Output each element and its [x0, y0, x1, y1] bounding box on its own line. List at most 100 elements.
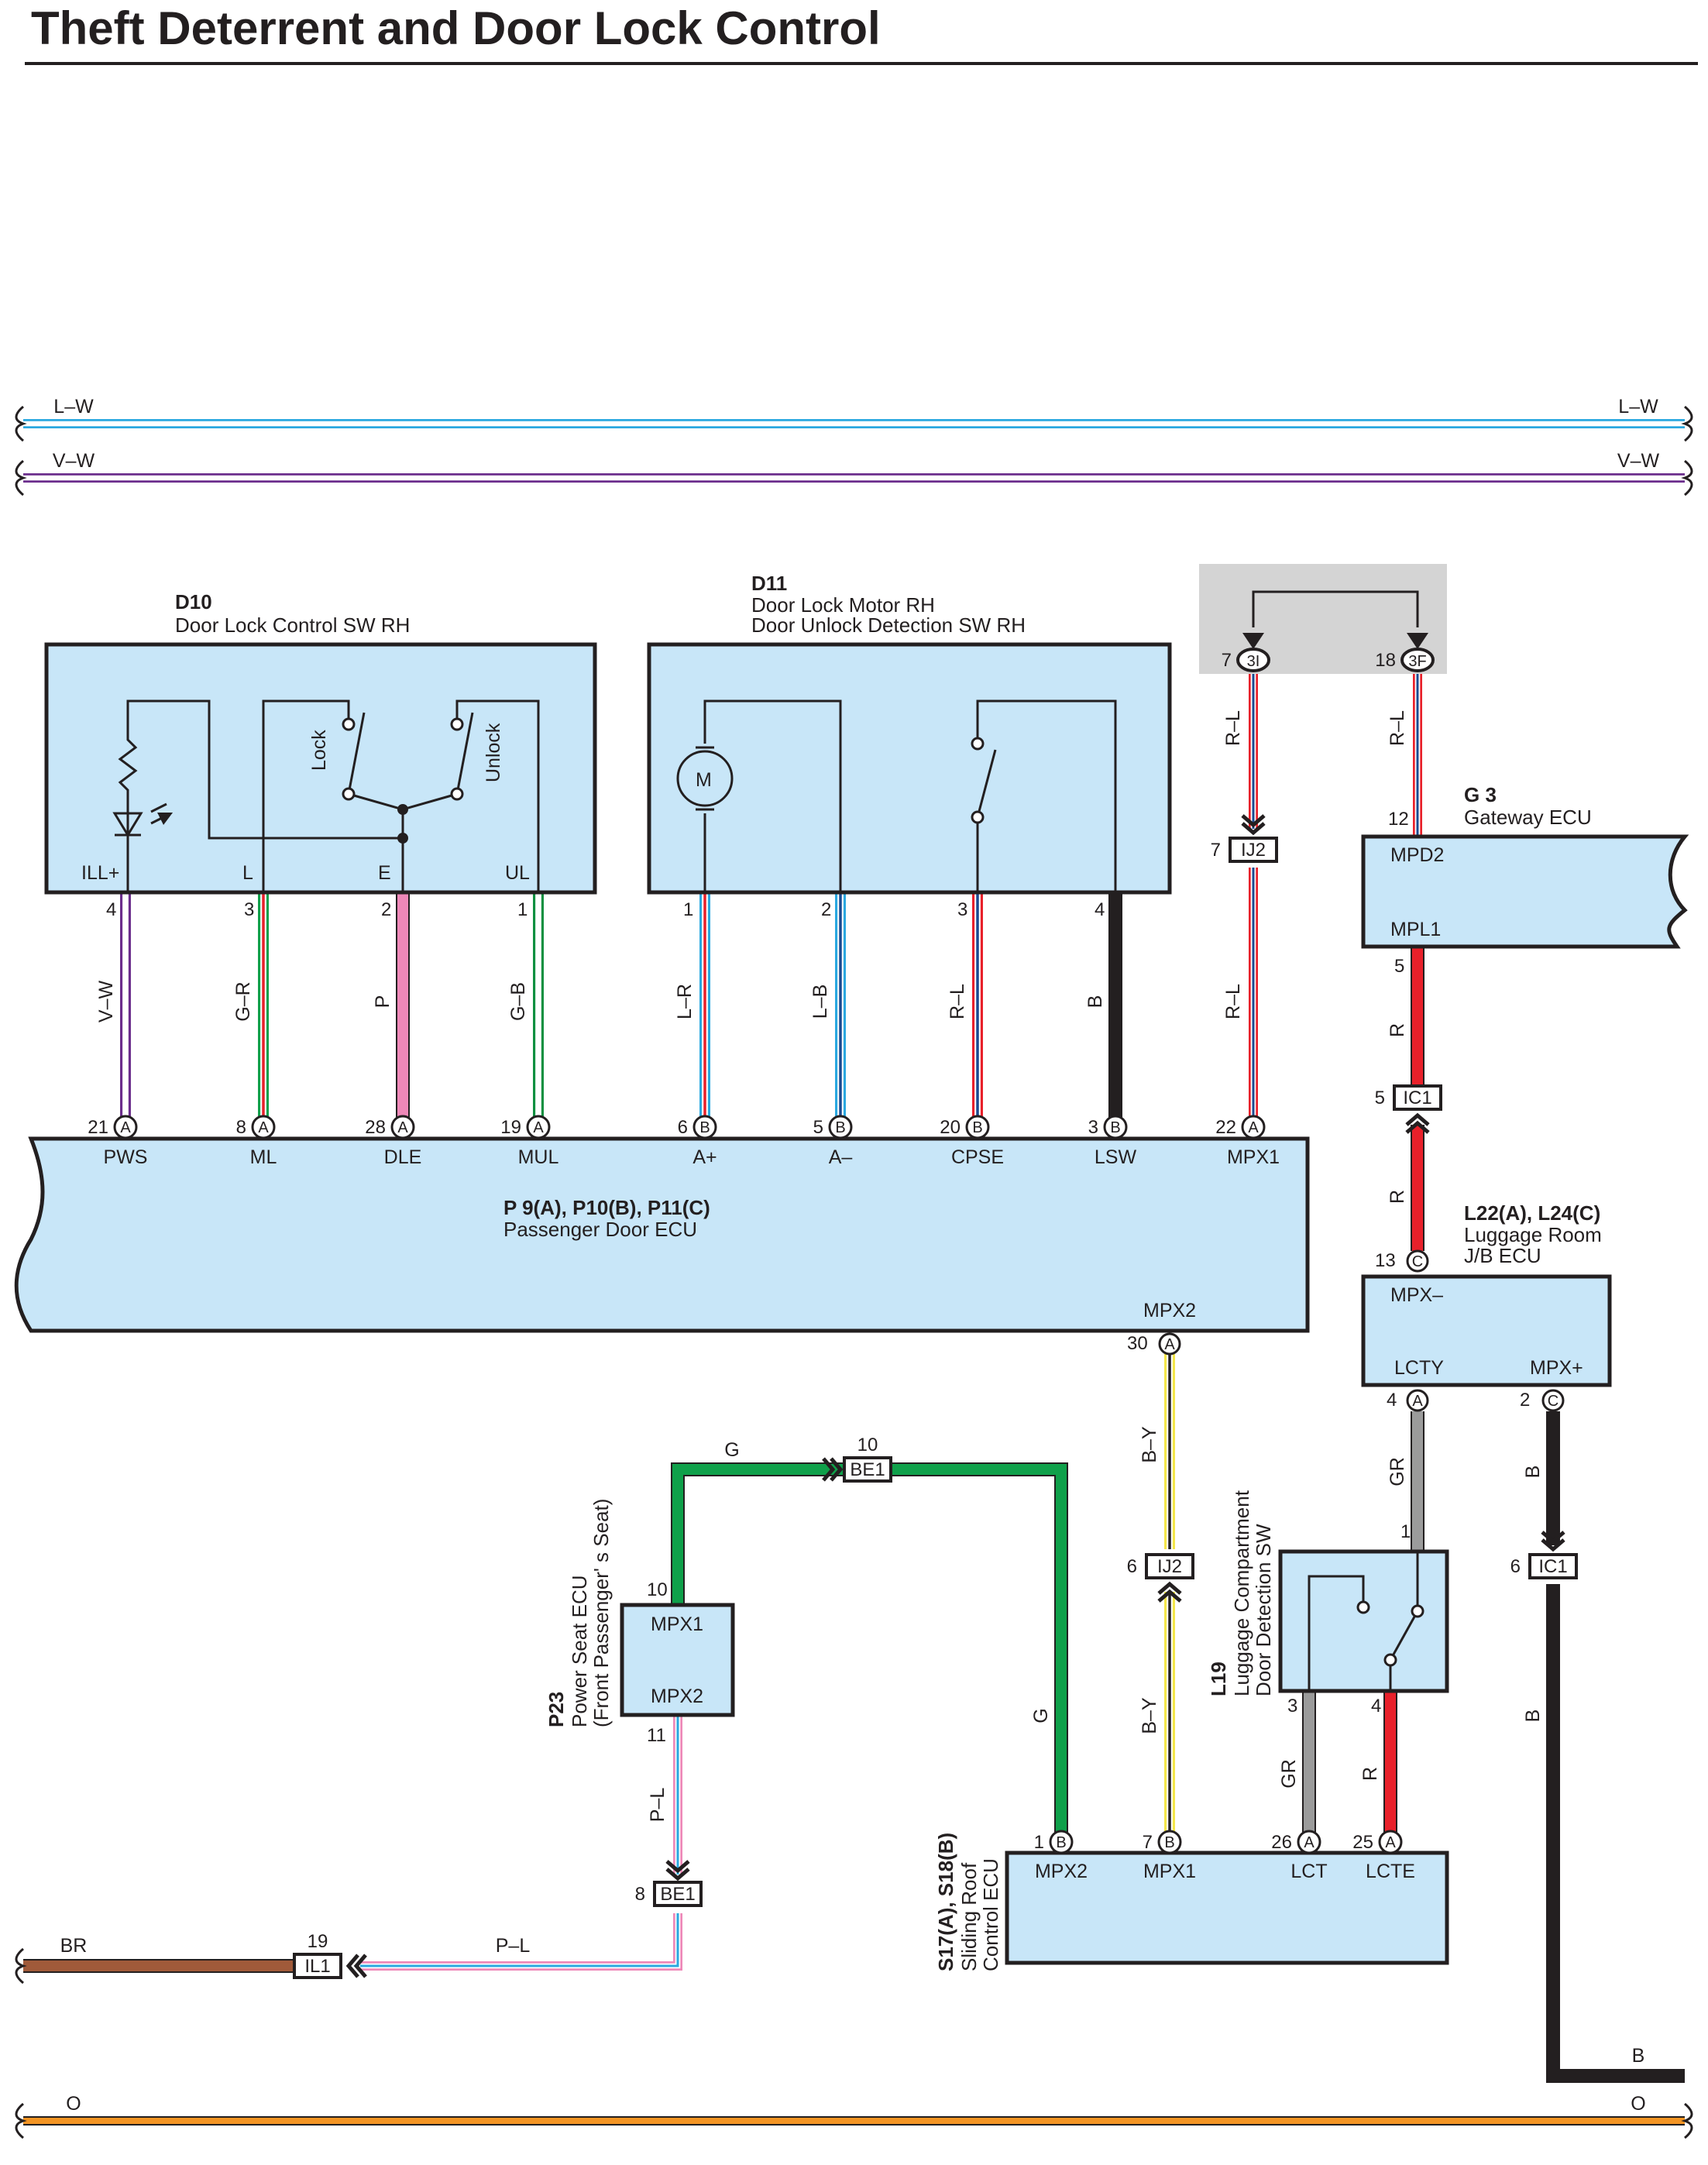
l22-lcty: LCTY [1394, 1357, 1444, 1379]
svg-text:6: 6 [1510, 1556, 1521, 1577]
p9-name: Passenger Door ECU [503, 1218, 697, 1241]
svg-text:3F: 3F [1408, 653, 1426, 670]
p9-pins: A21PWSA8MLA28DLEA19MULB6A+B5A–B20CPSEB3L… [88, 1115, 1280, 1168]
l22-pin-mpxp: 2 [1520, 1390, 1530, 1411]
wire-label-rl_d11: R–L [947, 984, 968, 1019]
chevron-icon [345, 1954, 367, 1978]
component-l19: L19 Luggage Compartment Door Detection S… [1207, 1490, 1449, 1717]
l22-name2: J/B ECU [1464, 1244, 1541, 1267]
wire-label-r_l19: R [1359, 1767, 1381, 1781]
svg-text:22: 22 [1215, 1117, 1236, 1138]
svg-text:6: 6 [1127, 1556, 1137, 1577]
wire-label-gr_d10: G–R [232, 981, 254, 1021]
svg-text:C: C [1412, 1253, 1423, 1270]
s17-name1: Sliding Roof [957, 1862, 981, 1971]
svg-text:B: B [699, 1119, 710, 1136]
svg-text:7: 7 [1222, 650, 1232, 671]
s17-name2: Control ECU [979, 1858, 1002, 1971]
wire-label-p: P [372, 995, 393, 1009]
l22-pin-lcty: 4 [1387, 1390, 1397, 1411]
wire-label-pl_vert: P–L [647, 1788, 668, 1823]
wire-label-g_right: G [1030, 1708, 1052, 1723]
l19-pin4: 4 [1371, 1696, 1381, 1717]
svg-text:A: A [1412, 1393, 1423, 1410]
svg-text:25: 25 [1352, 1832, 1373, 1853]
svg-text:7: 7 [1211, 840, 1221, 861]
d10-term-ill: ILL+ [81, 862, 119, 884]
p9-mpx2-circle: A [1158, 1332, 1181, 1356]
svg-text:PWS: PWS [104, 1146, 148, 1168]
wire-label-gr_upper: GR [1387, 1457, 1408, 1486]
component-s17: S17(A), S18(B) Sliding Roof Control ECU … [934, 1830, 1449, 1971]
p23-name2: (Front Passenger' s Seat) [589, 1499, 613, 1727]
harness-label-o-right: O [1631, 2093, 1645, 2115]
d10-term-e: E [378, 862, 391, 884]
page-title: Theft Deterrent and Door Lock Control [31, 2, 881, 54]
l19-pin3: 3 [1287, 1696, 1297, 1717]
wire-label-b_d11: B [1084, 995, 1106, 1009]
harness-label-o-left: O [66, 2093, 81, 2115]
svg-text:19: 19 [500, 1117, 521, 1138]
svg-text:B: B [835, 1119, 845, 1136]
svg-text:5: 5 [813, 1117, 823, 1138]
wire-label-g_top: G [724, 1439, 739, 1461]
component-p9: P 9(A), P10(B), P11(C) Passenger Door EC… [14, 1115, 1310, 1356]
g3-name: Gateway ECU [1464, 806, 1592, 829]
component-g3: G 3 Gateway ECU MPD2 MPL1 12 5 [1361, 783, 1689, 977]
wire-label-gr_lower: GR [1278, 1759, 1300, 1789]
harness-label-br: BR [60, 1935, 88, 1957]
p9-id: P 9(A), P10(B), P11(C) [503, 1196, 710, 1219]
d11-pin1: 1 [683, 899, 693, 920]
svg-text:MPX1: MPX1 [1227, 1146, 1280, 1168]
d11-id: D11 [751, 572, 787, 595]
wire-label-b_right1: B [1522, 1466, 1544, 1479]
l19-name1: Luggage Compartment [1230, 1490, 1253, 1696]
component-p23: P23 Power Seat ECU (Front Passenger' s S… [545, 1499, 735, 1746]
svg-text:1: 1 [1034, 1832, 1044, 1853]
p23-mpx1: MPX1 [651, 1613, 703, 1635]
wire-label-r_lower: R [1387, 1190, 1408, 1204]
chevron-icon [1241, 814, 1266, 836]
chevron-icon [822, 1457, 844, 1482]
svg-text:28: 28 [365, 1117, 386, 1138]
svg-text:A: A [1385, 1834, 1396, 1851]
chevron-icon [1541, 1531, 1565, 1552]
svg-text:A: A [120, 1119, 131, 1136]
l22-pin-mpxm: 13 [1375, 1250, 1396, 1271]
d11-pin3: 3 [957, 899, 967, 920]
p23-mpx2: MPX2 [651, 1686, 703, 1707]
title-rule [25, 62, 1698, 65]
svg-text:B: B [1056, 1834, 1066, 1851]
d10-id: D10 [175, 590, 212, 613]
wire-label-rl_lower: R–L [1222, 984, 1244, 1019]
s17-id: S17(A), S18(B) [934, 1833, 957, 1971]
svg-text:B: B [1110, 1119, 1120, 1136]
svg-text:C: C [1548, 1393, 1559, 1410]
l22-name1: Luggage Room [1464, 1223, 1602, 1246]
svg-text:A: A [1304, 1834, 1315, 1851]
l22-mpxp: MPX+ [1530, 1357, 1583, 1379]
l22-id: L22(A), L24(C) [1464, 1201, 1600, 1225]
svg-text:IJ2: IJ2 [1241, 840, 1266, 861]
component-d10: D10 Door Lock Control SW RH Lock Unlock … [44, 590, 597, 920]
d10-lock-label: Lock [308, 730, 330, 771]
d10-pin-e: 2 [381, 899, 391, 920]
g3-pin-mpd2: 12 [1388, 809, 1409, 830]
l22-mpxm: MPX– [1390, 1284, 1443, 1306]
chevron-icon [1405, 1112, 1430, 1134]
svg-text:MPX1: MPX1 [1143, 1861, 1196, 1882]
svg-text:7: 7 [1143, 1832, 1153, 1853]
d11-pin4: 4 [1095, 899, 1105, 920]
svg-text:6: 6 [678, 1117, 688, 1138]
d10-term-l: L [242, 862, 253, 884]
junction-ij2_top: IJ2 7 [1211, 837, 1278, 863]
